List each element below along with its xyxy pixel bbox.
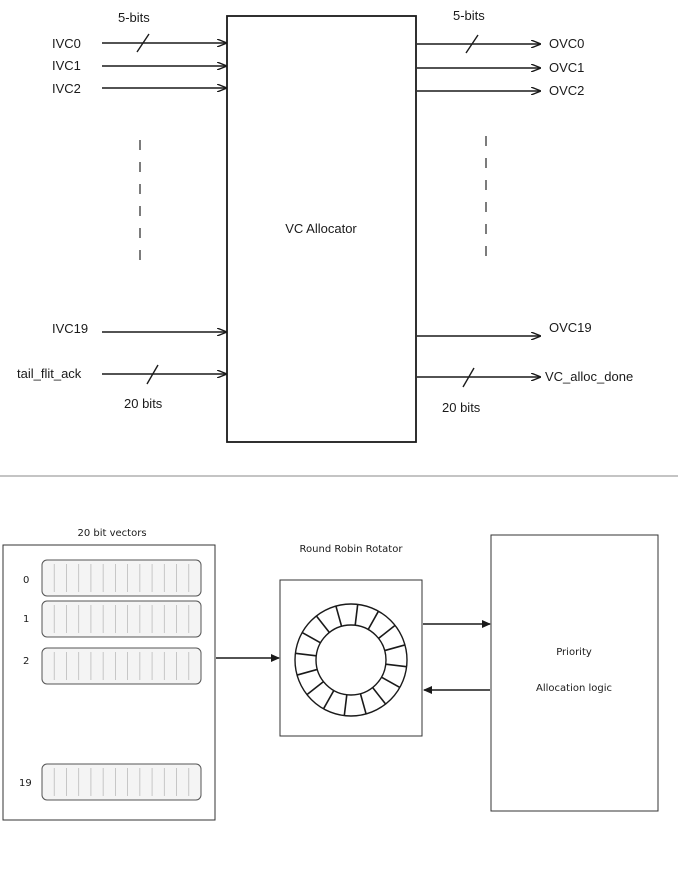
vector-index-1: 1 bbox=[23, 614, 29, 625]
bit-vector bbox=[42, 560, 201, 596]
done-bus-width-label: 20 bits bbox=[442, 400, 481, 415]
vc-allocator-label: VC Allocator bbox=[285, 221, 357, 236]
input-label-ivc19: IVC19 bbox=[52, 321, 88, 336]
allocation-logic-label: Allocation logic bbox=[536, 683, 612, 694]
ring-slot-divider bbox=[316, 616, 329, 633]
bit-vector-frame bbox=[42, 560, 201, 596]
vector-index-19: 19 bbox=[19, 778, 32, 789]
output-label-ovc1: OVC1 bbox=[549, 60, 584, 75]
output-label-ovc0: OVC0 bbox=[549, 36, 584, 51]
output-label-ovc2: OVC2 bbox=[549, 83, 584, 98]
ring-slot-divider bbox=[344, 695, 347, 716]
bit-vector bbox=[42, 601, 201, 637]
input-label-tail-flit-ack: tail_flit_ack bbox=[17, 366, 82, 381]
ring-slot-divider bbox=[368, 611, 378, 629]
output-label-vc-alloc-done: VC_alloc_done bbox=[545, 369, 633, 384]
output-bus-width-label: 5-bits bbox=[453, 8, 485, 23]
ring-outer bbox=[295, 604, 407, 716]
ring-slot-divider bbox=[385, 645, 405, 651]
bit-vector bbox=[42, 648, 201, 684]
bit-vector-frame bbox=[42, 648, 201, 684]
ring-slot-divider bbox=[336, 606, 342, 626]
output-label-ovc19: OVC19 bbox=[549, 320, 592, 335]
input-label-ivc0: IVC0 bbox=[52, 36, 81, 51]
vector-index-2: 2 bbox=[23, 656, 29, 667]
input-label-ivc1: IVC1 bbox=[52, 58, 81, 73]
ring-slot-divider bbox=[355, 604, 358, 625]
priority-label: Priority bbox=[556, 647, 592, 658]
bit-vector-frame bbox=[42, 601, 201, 637]
round-robin-ring bbox=[295, 604, 407, 716]
ring-slot-divider bbox=[295, 653, 316, 656]
priority-allocation-box bbox=[491, 535, 658, 811]
ring-slot-divider bbox=[302, 633, 320, 643]
ring-slot-divider bbox=[324, 690, 334, 708]
rotator-title: Round Robin Rotator bbox=[300, 544, 404, 555]
input-bus-width-label: 5-bits bbox=[118, 10, 150, 25]
ring-slot-divider bbox=[297, 669, 317, 675]
round-robin-diagram: 20 bit vectors 0 1 2 19 Round Robin Rota… bbox=[3, 528, 658, 820]
vector-index-0: 0 bbox=[23, 575, 29, 586]
vector-group: 0 1 2 19 bbox=[19, 560, 201, 800]
ring-slot-divider bbox=[360, 694, 366, 714]
bit-vector-frame bbox=[42, 764, 201, 800]
vc-allocator-diagram: VC Allocator IVC0 5-bits IVC1 IVC2 IVC19… bbox=[17, 8, 633, 442]
ring-slot-divider bbox=[381, 677, 399, 687]
vectors-title: 20 bit vectors bbox=[77, 528, 146, 539]
input-label-ivc2: IVC2 bbox=[52, 81, 81, 96]
ring-slot-divider bbox=[379, 625, 396, 638]
ring-slot-divider bbox=[307, 682, 324, 695]
ring-inner bbox=[316, 625, 386, 695]
bit-vector bbox=[42, 764, 201, 800]
ack-bus-width-label: 20 bits bbox=[124, 396, 163, 411]
ring-slot-divider bbox=[373, 688, 386, 705]
ring-slot-divider bbox=[386, 664, 407, 667]
